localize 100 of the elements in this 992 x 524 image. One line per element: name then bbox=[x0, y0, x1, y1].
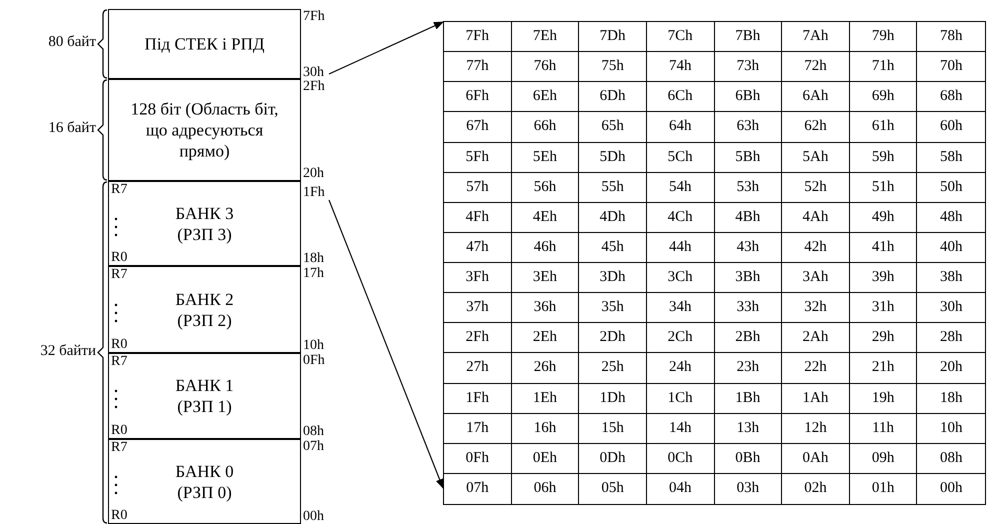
address-label: 17h bbox=[303, 267, 324, 281]
address-cell: 49h bbox=[850, 202, 918, 233]
address-cell: 0Bh bbox=[714, 444, 782, 474]
address-cell: 2Bh bbox=[714, 323, 782, 354]
address-cell: 51h bbox=[850, 172, 918, 203]
register-bank-block bbox=[108, 266, 301, 353]
address-cell: 5Bh bbox=[714, 142, 782, 173]
address-cell: 22h bbox=[782, 353, 850, 384]
arrow bbox=[328, 22, 444, 74]
address-cell: 16h bbox=[512, 414, 580, 444]
address-cell: 3Eh bbox=[512, 263, 580, 294]
memory-block bbox=[108, 79, 301, 181]
address-cell: 62h bbox=[782, 112, 850, 142]
address-cell: 78h bbox=[917, 22, 985, 52]
address-cell: 40h bbox=[917, 232, 985, 263]
address-cell: 77h bbox=[444, 52, 512, 82]
memory-table bbox=[443, 21, 986, 505]
address-cell: 61h bbox=[850, 112, 918, 142]
register-label: R0 bbox=[111, 251, 128, 265]
memory-block bbox=[108, 9, 301, 79]
address-cell: 54h bbox=[646, 172, 714, 203]
address-cell: 69h bbox=[850, 82, 918, 112]
address-cell: 12h bbox=[782, 414, 850, 444]
address-cell: 30h bbox=[917, 293, 985, 324]
address-cell: 3Ch bbox=[646, 263, 714, 294]
address-cell: 2Fh bbox=[444, 323, 512, 354]
address-cell: 3Ah bbox=[782, 263, 850, 294]
address-cell: 26h bbox=[512, 353, 580, 384]
address-cell: 6Ch bbox=[646, 82, 714, 112]
address-cell: 63h bbox=[714, 112, 782, 142]
address-cell: 09h bbox=[850, 444, 918, 474]
address-cell: 34h bbox=[646, 293, 714, 324]
address-cell: 02h bbox=[782, 474, 850, 504]
address-cell: 7Ch bbox=[646, 22, 714, 52]
address-cell: 58h bbox=[917, 142, 985, 173]
address-cell: 79h bbox=[850, 22, 918, 52]
address-cell: 46h bbox=[512, 232, 580, 263]
bank-label: БАНК 2 (РЗП 2) bbox=[174, 288, 235, 330]
address-cell: 5Eh bbox=[512, 142, 580, 173]
address-cell: 52h bbox=[782, 172, 850, 203]
address-label: 07h bbox=[303, 440, 324, 454]
bank-label: БАНК 3 (РЗП 3) bbox=[174, 202, 235, 244]
address-cell: 03h bbox=[714, 474, 782, 504]
address-cell: 1Bh bbox=[714, 384, 782, 414]
address-cell: 72h bbox=[782, 52, 850, 82]
address-cell: 4Ah bbox=[782, 202, 850, 233]
address-cell: 0Ch bbox=[646, 444, 714, 474]
address-cell: 53h bbox=[714, 172, 782, 203]
address-cell: 11h bbox=[850, 414, 918, 444]
register-label: R7 bbox=[111, 355, 128, 369]
address-cell: 18h bbox=[917, 384, 985, 414]
address-cell: 42h bbox=[782, 232, 850, 263]
address-cell: 37h bbox=[444, 293, 512, 324]
address-cell: 04h bbox=[646, 474, 714, 504]
register-label: R0 bbox=[111, 424, 128, 438]
register-label: R0 bbox=[111, 509, 128, 523]
address-cell: 5Dh bbox=[579, 142, 647, 173]
address-cell: 0Fh bbox=[444, 444, 512, 474]
address-cell: 2Ah bbox=[782, 323, 850, 354]
address-label: 10h bbox=[303, 339, 324, 353]
address-cell: 66h bbox=[512, 112, 580, 142]
address-cell: 15h bbox=[579, 414, 647, 444]
address-cell: 01h bbox=[850, 474, 918, 504]
address-cell: 10h bbox=[917, 414, 985, 444]
address-cell: 7Dh bbox=[579, 22, 647, 52]
address-cell: 24h bbox=[646, 353, 714, 384]
address-cell: 56h bbox=[512, 172, 580, 203]
address-cell: 47h bbox=[444, 232, 512, 263]
address-cell: 3Bh bbox=[714, 263, 782, 294]
arrow bbox=[328, 200, 444, 489]
address-cell: 64h bbox=[646, 112, 714, 142]
address-cell: 28h bbox=[917, 323, 985, 354]
address-cell: 48h bbox=[917, 202, 985, 233]
address-cell: 70h bbox=[917, 52, 985, 82]
address-cell: 1Ch bbox=[646, 384, 714, 414]
address-cell: 4Dh bbox=[579, 202, 647, 233]
address-cell: 35h bbox=[579, 293, 647, 324]
address-cell: 76h bbox=[512, 52, 580, 82]
address-cell: 7Fh bbox=[444, 22, 512, 52]
address-cell: 1Fh bbox=[444, 384, 512, 414]
register-bank-block bbox=[108, 439, 301, 524]
size-label: 16 байт bbox=[48, 120, 96, 137]
address-cell: 1Ah bbox=[782, 384, 850, 414]
address-cell: 06h bbox=[512, 474, 580, 504]
address-cell: 17h bbox=[444, 414, 512, 444]
address-label: 0Fh bbox=[303, 354, 325, 368]
address-cell: 6Bh bbox=[714, 82, 782, 112]
address-cell: 21h bbox=[850, 353, 918, 384]
register-label: R7 bbox=[111, 183, 128, 197]
block-label: 128 біт (Область біт, що адресуються прямо) bbox=[130, 98, 280, 162]
address-cell: 6Dh bbox=[579, 82, 647, 112]
address-cell: 57h bbox=[444, 172, 512, 203]
address-cell: 32h bbox=[782, 293, 850, 324]
address-cell: 7Ah bbox=[782, 22, 850, 52]
address-cell: 44h bbox=[646, 232, 714, 263]
address-label: 30h bbox=[303, 66, 333, 80]
address-label: 20h bbox=[303, 167, 324, 181]
address-cell: 27h bbox=[444, 353, 512, 384]
address-cell: 41h bbox=[850, 232, 918, 263]
register-label: R7 bbox=[111, 268, 128, 282]
